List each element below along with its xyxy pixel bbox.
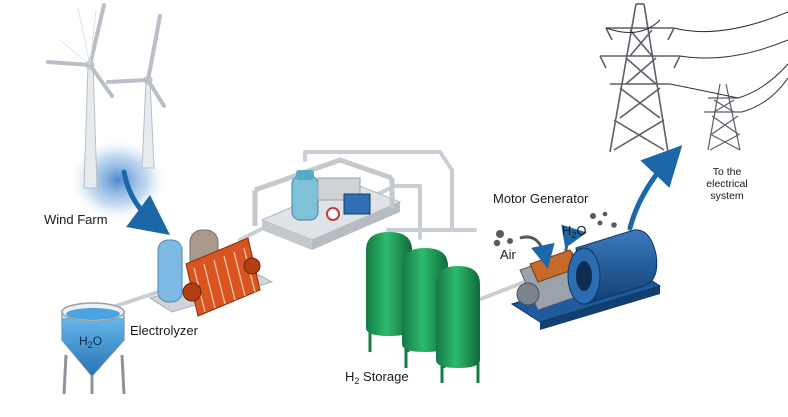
- water-tank-label-rest: O: [92, 334, 103, 348]
- flow-arrow-wind: [121, 169, 170, 236]
- h2-storage-label: H2 Storage: [345, 369, 409, 386]
- grid-label: To the electrical system: [694, 166, 760, 202]
- water-tank-label: H2O: [79, 334, 103, 350]
- power-lines: [605, 11, 788, 113]
- electrolyzer-stack: [182, 237, 261, 317]
- water-tank-label-sub: 2: [87, 340, 93, 350]
- exhaust-bubbles: [590, 211, 617, 228]
- electrolyzer: [148, 229, 274, 317]
- water-tank-label-main: H: [79, 334, 88, 348]
- compressor-unit: [252, 157, 402, 250]
- tower-large: [599, 3, 681, 153]
- flow-arrow-exhaust: [561, 224, 587, 253]
- h2-storage-label-main: H: [345, 369, 355, 384]
- exhaust-label: H2O: [562, 223, 587, 240]
- wind-farm: [46, 3, 170, 236]
- pipe-network: [108, 150, 542, 310]
- tower-small: [704, 83, 742, 151]
- wind-farm-label: Wind Farm: [44, 212, 108, 227]
- storage-tank-3: [436, 266, 480, 383]
- wind-turbine-2: [106, 14, 166, 169]
- water-tank: [61, 302, 126, 395]
- grid-label-line1: To the: [712, 166, 742, 178]
- motor-generator-label: Motor Generator: [493, 191, 589, 206]
- air-label: Air: [500, 247, 516, 262]
- flow-arrow-grid: [627, 145, 683, 231]
- generator-drum: [567, 229, 658, 305]
- flow-arrow-air: [519, 235, 555, 269]
- h2-storage-label-sub: 2: [354, 376, 360, 386]
- transmission-towers: [599, 3, 788, 153]
- motor-generator: [493, 211, 662, 330]
- grid-label-line2: electrical: [706, 178, 748, 191]
- wind-turbine-1: [46, 3, 114, 189]
- exhaust-label-sub: 2: [571, 230, 577, 240]
- h2-storage-tanks: [366, 232, 480, 383]
- grid-label-line3: system: [710, 190, 744, 203]
- electrolyzer-label: Electrolyzer: [130, 323, 198, 338]
- h2-storage-label-rest: Storage: [359, 369, 409, 384]
- exhaust-label-main: H: [562, 223, 572, 238]
- exhaust-label-rest: O: [576, 223, 587, 238]
- air-bubbles: [493, 230, 513, 247]
